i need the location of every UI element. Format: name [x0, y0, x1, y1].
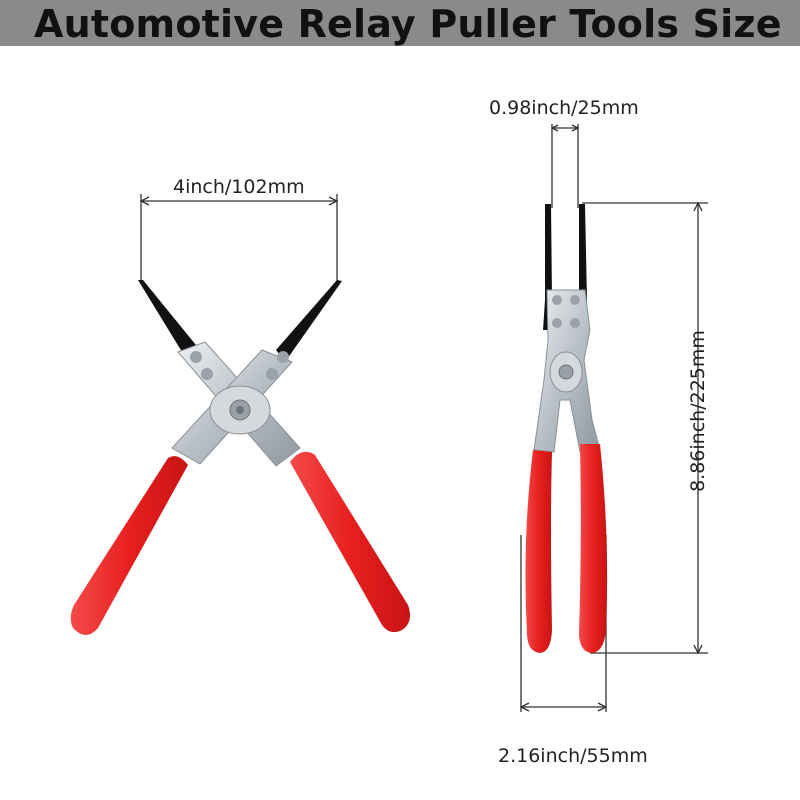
- title-bar: Automotive Relay Puller Tools Size: [0, 0, 800, 46]
- right-jaw: [276, 280, 342, 362]
- right-red-handle: [290, 451, 410, 633]
- page-title: Automotive Relay Puller Tools Size: [34, 2, 782, 46]
- open-width-dimension-line: [139, 194, 339, 282]
- open-pliers: [70, 194, 410, 635]
- open-width-label: 4inch/102mm: [173, 176, 305, 198]
- left-jaw: [138, 280, 200, 365]
- handle-width-label: 2.16inch/55mm: [498, 745, 648, 767]
- narrow-right-red-handle: [579, 444, 608, 653]
- tip-width-dimension-line: [550, 124, 580, 208]
- left-red-handle: [70, 456, 188, 635]
- length-label: 8.86inch/225mm: [687, 330, 709, 492]
- tip-width-label: 0.98inch/25mm: [489, 97, 639, 119]
- narrow-left-red-handle: [525, 450, 552, 653]
- length-dimension-line: [582, 201, 708, 655]
- closed-pliers: [519, 124, 708, 712]
- narrow-pivot-bolt: [558, 364, 574, 380]
